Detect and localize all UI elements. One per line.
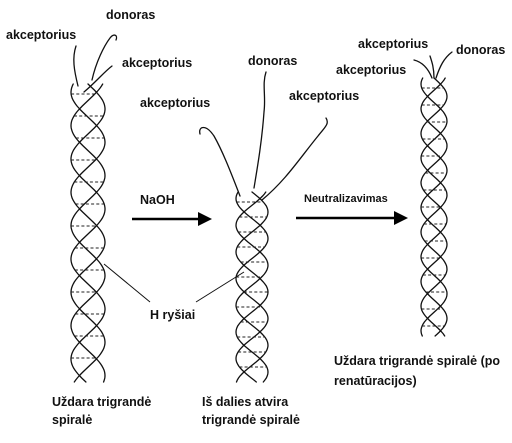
right-acceptor-label-2: akceptorius	[336, 63, 406, 77]
helix-partially-open-middle	[236, 192, 268, 382]
naoh-arrowhead	[198, 212, 212, 226]
caption-right: Uždara trigrandė spiralė (po renatūracij…	[334, 351, 504, 391]
left-tail-acceptor-b	[84, 66, 112, 92]
naoh-label: NaOH	[140, 193, 175, 207]
mid-acceptor-label-1: akceptorius	[140, 96, 210, 110]
right-acceptor-label-1: akceptorius	[358, 37, 428, 51]
left-donor-label: donoras	[106, 8, 155, 22]
caption-left: Uždara trigrandė spiralė	[52, 393, 172, 429]
h-bonds-label: H ryšiai	[150, 308, 195, 322]
mid-strand-1	[236, 192, 268, 382]
helix-closed-left	[71, 84, 105, 382]
helix-renatured-right	[421, 78, 447, 336]
left-acceptor-label-1: akceptorius	[6, 28, 76, 42]
neutralization-label: Neutralizavimas	[304, 193, 388, 206]
caption-middle: Iš dalies atvira trigrandė spiralė	[202, 393, 332, 429]
right-tail-a	[414, 60, 432, 78]
right-tail-b	[436, 52, 452, 78]
mid-acceptor-label-2: akceptorius	[289, 89, 359, 103]
mid-strand-3	[236, 192, 268, 382]
neutralization-arrowhead	[394, 211, 408, 225]
h-bond-leader-lines	[104, 264, 244, 302]
mid-strand-2	[236, 192, 268, 382]
mid-tail-donor	[254, 72, 266, 188]
mid-donor-label: donoras	[248, 54, 297, 68]
left-acceptor-label-2: akceptorius	[122, 56, 192, 70]
h-bond-leader-right	[196, 272, 244, 302]
mid-tail-acceptor-a	[200, 128, 240, 197]
right-donor-label: donoras	[456, 43, 505, 57]
mid-tail-acceptor-b	[262, 118, 327, 200]
process-arrows	[132, 211, 408, 226]
left-tail-acceptor-a	[74, 46, 78, 86]
h-bond-leader-left	[104, 264, 150, 302]
